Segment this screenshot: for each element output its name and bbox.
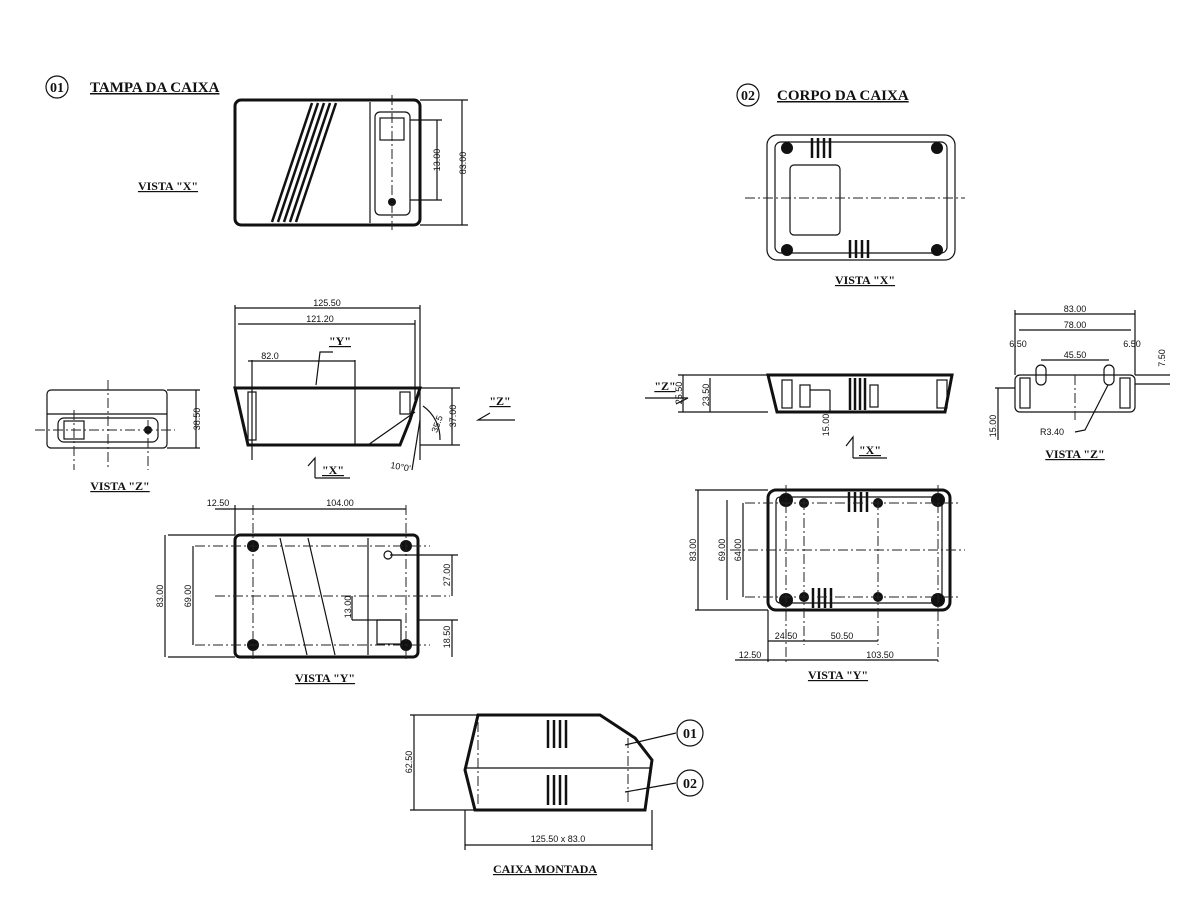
dim-text: 10°0' [390,460,412,473]
dim-text: 125.50 x 83.0 [531,834,586,844]
dim-text: 83.00 [458,152,468,175]
dim-text: 103.50 [866,650,894,660]
dim-text: 62.50 [404,751,414,774]
dim-text: 78.00 [1064,320,1087,330]
dim-text: 6.50 [1009,339,1027,349]
lid-view-x: 13.00 83.00 VISTA "X" [138,95,468,230]
section-marker-z: "Z" [654,379,675,393]
dim-text: 82.0 [261,351,279,361]
dim-text: 18.50 [442,626,452,649]
dim-text: 13.00 [432,149,442,172]
lid-side-view: 125.50 121.20 82.0 "Y" 37.00 35.5 10°0' … [233,298,515,479]
part1-header: 01 TAMPA DA CAIXA [45,75,220,99]
dim-text: 6.50 [1123,339,1141,349]
dim-text: 15.00 [988,415,998,438]
view-label: VISTA "X" [835,273,895,287]
view-label: VISTA "Z" [90,479,149,493]
body-view-y: 83.00 69.00 64.00 24.50 50.50 12.50 103.… [688,485,965,682]
view-label: VISTA "Z" [1045,447,1104,461]
view-label: VISTA "Y" [808,668,868,682]
dim-text: 13.00 [343,596,353,619]
part-number: 02 [741,89,755,104]
dim-text: R3.40 [1040,427,1064,437]
dim-text: 50.50 [831,631,854,641]
dim-text: 125.50 [313,298,341,308]
part-title: CORPO DA CAIXA [777,88,909,104]
part-number-circle [45,75,69,99]
lid-grip-stripes [270,102,338,223]
section-marker-z: "Z" [489,394,510,408]
callout-circle [676,769,704,797]
body-view-x: VISTA "X" [745,134,965,287]
dim-text: 15.00 [821,414,831,437]
dim-text: 45.50 [1064,350,1087,360]
dim-text: 12.50 [207,498,230,508]
dim-text: 37.00 [448,405,458,428]
assembled-box: 62.50 125.50 x 83.0 01 02 CAIXA MONTADA [404,713,704,876]
dim-text: 25.50 [674,382,684,405]
lid-view-y: 12.50 104.00 83.00 69.00 27.00 13.00 18.… [155,498,458,685]
dim-text: 23.50 [701,384,711,407]
dim-text: 69.00 [183,585,193,608]
section-marker-x: "X" [322,463,344,477]
part2-header: 02 CORPO DA CAIXA [736,83,909,107]
section-marker-x: "X" [859,443,881,457]
callout-circle [676,719,704,747]
body-side-view: 25.50 23.50 15.00 "Z" "X" [645,373,954,459]
dim-text: 12.50 [739,650,762,660]
dim-text: 104.00 [326,498,354,508]
body-view-z: 83.00 78.00 6.50 6.50 45.50 7.50 15.00 R… [988,304,1170,461]
dim-text: 27.00 [442,564,452,587]
dim-text: 35.5 [429,414,444,434]
callout-01: 01 [683,727,697,742]
dim-text: 24.50 [775,631,798,641]
dim-text: 121.20 [306,314,334,324]
part-number: 01 [50,81,64,96]
part-title: TAMPA DA CAIXA [90,80,220,96]
dim-text: 83.00 [1064,304,1087,314]
part-number-circle [736,83,760,107]
dim-text: 83.00 [155,585,165,608]
dim-text: 38.50 [192,408,202,431]
assembly-label: CAIXA MONTADA [493,862,597,876]
dim-text: 83.00 [688,539,698,562]
lid-view-z: 38.50 VISTA "Z" [35,380,202,493]
view-label: VISTA "X" [138,179,198,193]
dim-text: 64.00 [733,539,743,562]
view-label: VISTA "Y" [295,671,355,685]
dim-text: 7.50 [1157,349,1167,367]
section-marker-y: "Y" [329,334,351,348]
dim-text: 69.00 [717,539,727,562]
callout-02: 02 [683,777,697,792]
